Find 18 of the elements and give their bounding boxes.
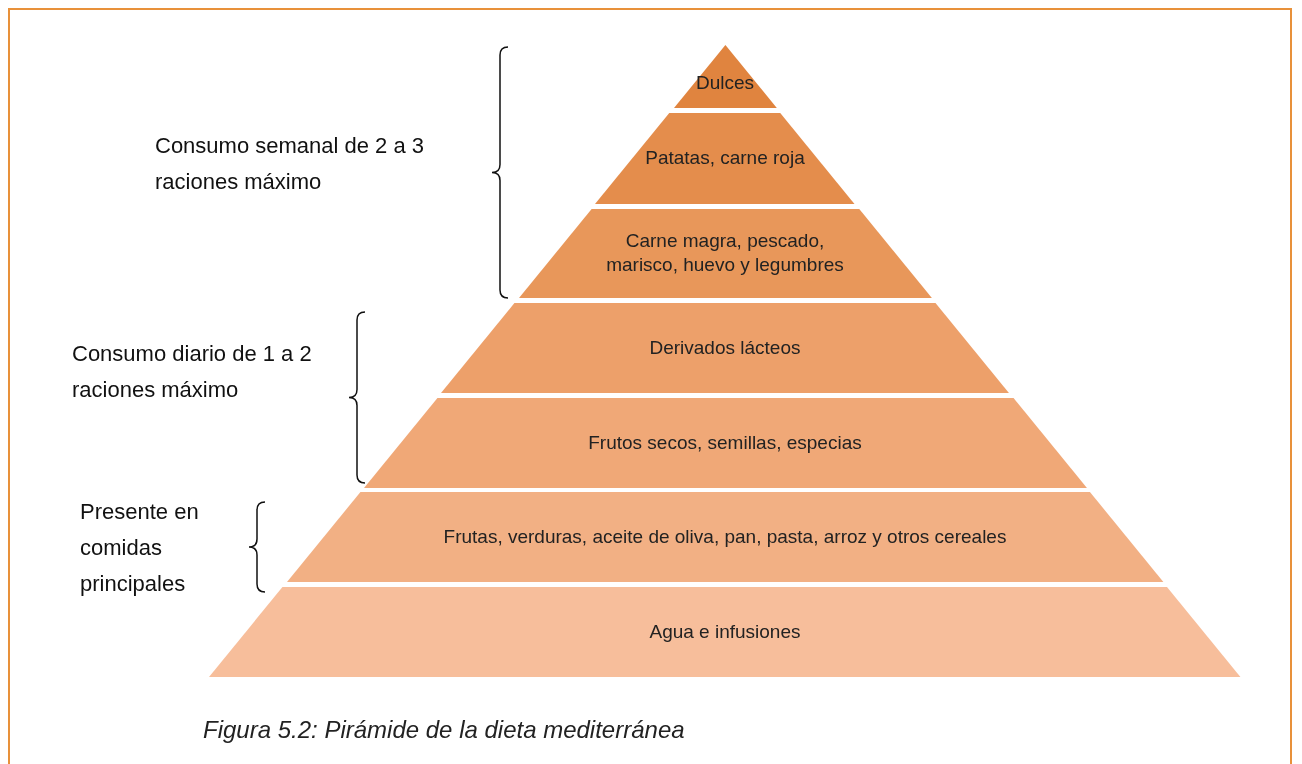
tier-label: Frutas, verduras, aceite de oliva, pan, pasta, arroz y otros cereales — [442, 525, 1008, 549]
tier-label: Frutos secos, semillas, especias — [587, 431, 863, 455]
pyramid-tier — [209, 587, 1241, 677]
brace-label: Presente en comidas principales — [80, 498, 200, 598]
brace-label: Consumo diario de 1 a 2 raciones máximo — [72, 340, 313, 404]
pyramid-tier — [363, 398, 1087, 488]
tier-label: Patatas, carne roja — [644, 146, 806, 170]
pyramid-tier — [518, 209, 932, 298]
pyramid-tier — [441, 303, 1009, 393]
tier-label: Derivados lácteos — [648, 336, 802, 360]
tier-label: Carne magra, pescado, marisco, huevo y legumbres — [605, 229, 845, 277]
figure-caption: Figura 5.2: Pirámide de la dieta mediterránea — [203, 716, 685, 744]
tier-label: Agua e infusiones — [648, 620, 802, 644]
brace-label: Consumo semanal de 2 a 3 raciones máximo — [155, 132, 426, 196]
pyramid-tier — [673, 45, 777, 108]
pyramid-tier — [595, 113, 855, 204]
pyramid-tier — [286, 492, 1164, 582]
tier-label: Dulces — [694, 71, 755, 95]
